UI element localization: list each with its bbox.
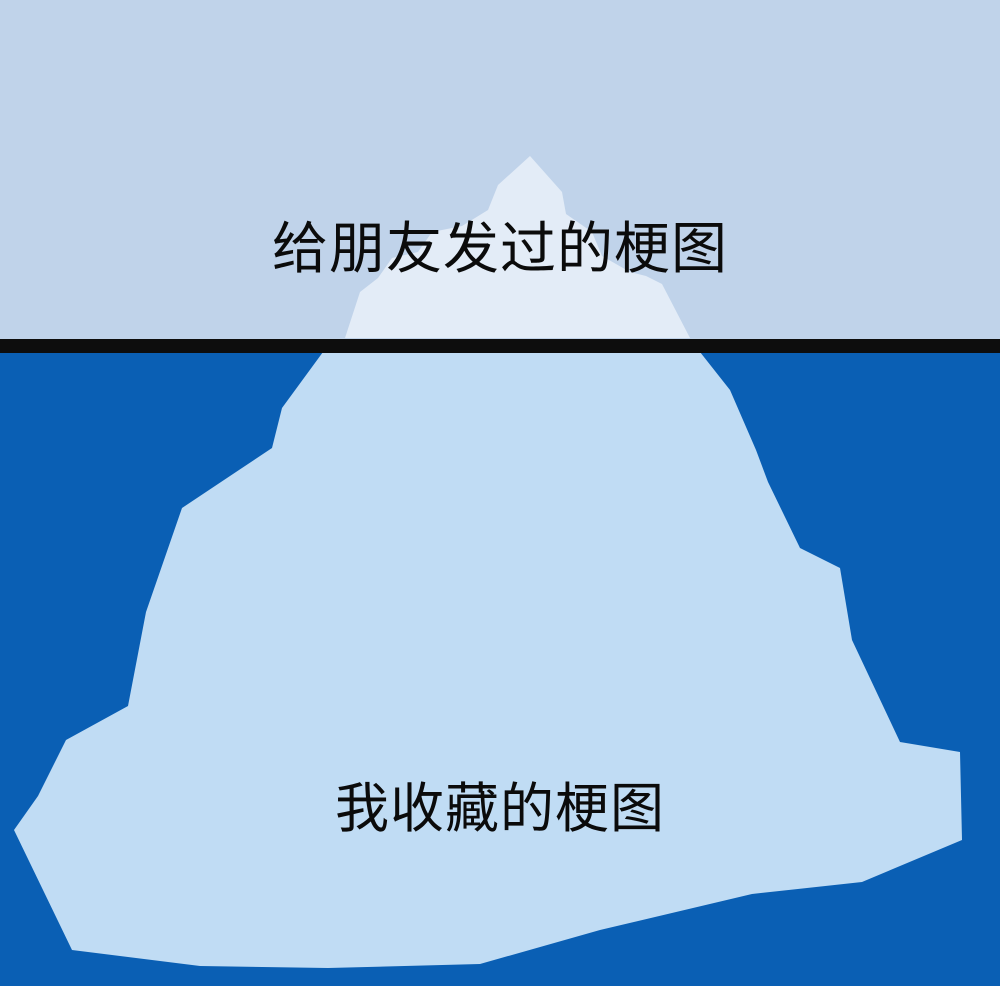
iceberg-tip [345,156,690,338]
above-water-caption: 给朋友发过的梗图 [272,217,728,282]
iceberg-submerged [14,352,962,968]
below-water-caption: 我收藏的梗图 [335,777,665,840]
